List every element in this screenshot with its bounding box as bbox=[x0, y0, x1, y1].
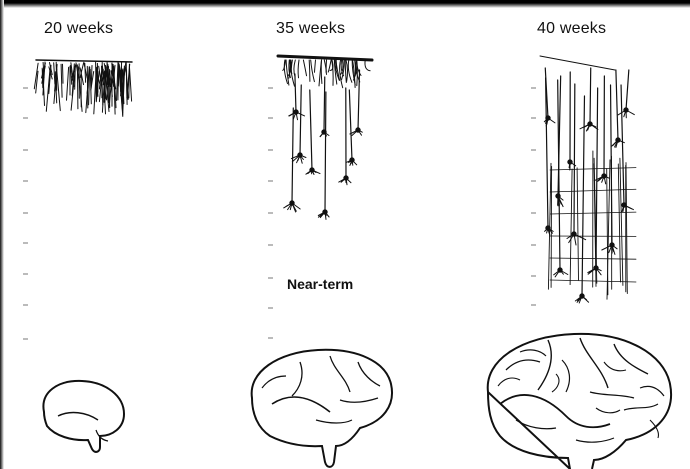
brain-40-weeks bbox=[488, 334, 671, 469]
pial-surface-35 bbox=[278, 56, 372, 60]
neuron bbox=[306, 90, 320, 175]
brain-35-weeks bbox=[252, 350, 392, 467]
neurons-40-weeks bbox=[544, 68, 636, 303]
neuron bbox=[545, 78, 554, 235]
neuron bbox=[554, 80, 568, 277]
depth-ticks bbox=[23, 88, 536, 339]
neuron bbox=[339, 88, 351, 185]
neuron bbox=[580, 68, 598, 131]
neuron bbox=[347, 90, 357, 166]
neurons-20-weeks bbox=[34, 62, 131, 116]
neurons-35-weeks bbox=[283, 60, 370, 219]
neuron bbox=[289, 74, 305, 120]
neuron bbox=[621, 85, 633, 212]
pial-surface-40 bbox=[540, 56, 615, 70]
neuron bbox=[618, 70, 634, 118]
neuron bbox=[350, 70, 362, 136]
pial-surface-20 bbox=[36, 60, 132, 62]
neuron-drawings bbox=[34, 56, 636, 303]
neuron bbox=[320, 77, 329, 137]
brain-20-weeks bbox=[43, 381, 124, 452]
